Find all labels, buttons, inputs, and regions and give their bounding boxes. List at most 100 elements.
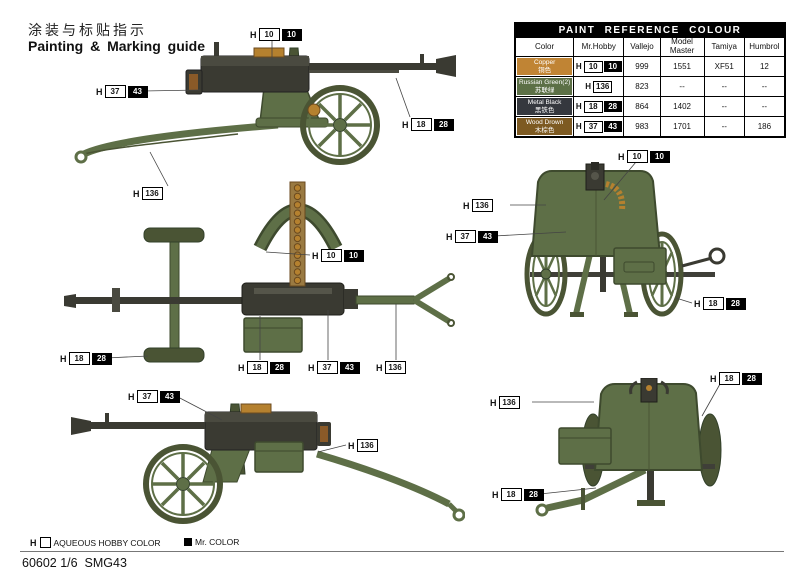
gun-barrel (309, 54, 456, 77)
gun-through-shield (585, 162, 605, 191)
model-master-value: 1701 (659, 116, 705, 137)
aqueous-number-box: 136 (141, 187, 163, 200)
page-title-english: Painting & Marking guide (28, 38, 206, 54)
humbrol-value: 12 (743, 56, 786, 77)
gun-barrel (71, 413, 205, 435)
h-prefix: H (446, 231, 453, 242)
h-prefix: H (96, 86, 103, 97)
h-prefix: H (694, 298, 701, 309)
page-title-chinese: 涂装与标贴指示 (28, 22, 147, 38)
mr-color-number-box: 28 (91, 352, 112, 365)
mr-color-number-box: 10 (343, 249, 364, 262)
aqueous-number-box: 136 (384, 361, 406, 374)
mr-color-number-box: 10 (603, 61, 622, 72)
aqueous-number-box: 136 (356, 439, 378, 452)
model-master-value: -- (659, 76, 705, 97)
gun-top-illustration (64, 181, 455, 363)
tamiya-value: -- (703, 116, 745, 137)
color-name: Metal Black (527, 98, 562, 106)
elevation-gear (637, 468, 665, 506)
mr-color-number-box: 28 (269, 361, 290, 374)
mr-color-legend: Mr. COLOR (184, 537, 239, 547)
humbrol-value: -- (743, 96, 786, 117)
h-prefix: H (490, 397, 497, 408)
color-name-cn: 木棕色 (534, 126, 555, 134)
mr-color-number-box: 28 (433, 118, 454, 131)
tamiya-value: -- (703, 76, 745, 97)
h-prefix: H (128, 391, 135, 402)
aqueous-number-box: 10 (583, 60, 603, 73)
h-prefix: H (710, 373, 717, 384)
gun-receiver (204, 403, 331, 451)
h-prefix: H (492, 489, 499, 500)
aqueous-number-box: 37 (454, 230, 476, 243)
paint-table-title: PAINT REFERENCE COLOUR (515, 23, 785, 37)
gun-top-view (58, 168, 458, 378)
aqueous-number-box: 18 (583, 100, 603, 113)
aqueous-box-icon (39, 537, 51, 548)
aqueous-number-box: 136 (471, 199, 493, 212)
elevation-knob (307, 103, 321, 117)
mr-color-number-box: 28 (603, 101, 622, 112)
header-mr-hobby: Mr.Hobby (573, 37, 625, 57)
right-wheel-edge (698, 413, 722, 487)
aqueous-number-box: 18 (702, 297, 724, 310)
wheel (143, 444, 223, 524)
h-prefix: H (585, 82, 591, 91)
vallejo-value: 999 (623, 56, 661, 77)
h-prefix: H (618, 151, 625, 162)
h-prefix: H (238, 362, 245, 373)
mr-color-number-box: 28 (523, 488, 544, 501)
gun-side-right-view (68, 30, 468, 190)
aqueous-number-box: 18 (410, 118, 432, 131)
gun-front-view (512, 162, 747, 337)
aqueous-number-box: 10 (626, 150, 648, 163)
model-master-value: 1551 (659, 56, 705, 77)
h-prefix: H (30, 537, 37, 548)
gun-rear-grips (629, 377, 669, 403)
color-name-cn: 黑铁色 (534, 106, 555, 114)
mr-color-number-box: 43 (127, 85, 148, 98)
vallejo-value: 823 (623, 76, 661, 97)
aqueous-number-box: 136 (593, 80, 613, 93)
aqueous-number-box: 18 (68, 352, 90, 365)
header-color: Color (514, 37, 575, 57)
trail-tow-bar (355, 273, 455, 327)
h-prefix: H (575, 102, 582, 111)
h-prefix: H (402, 119, 409, 130)
h-prefix: H (463, 200, 470, 211)
aqueous-legend: H AQUEOUS HOBBY COLOR (30, 537, 161, 548)
axle-and-wheels (143, 227, 205, 363)
color-name: Russian Green(2) (518, 78, 571, 86)
ammo-box (558, 427, 612, 465)
h-prefix: H (60, 353, 67, 364)
color-name: Wood Drown (525, 118, 564, 126)
mr-color-legend-label: Mr. COLOR (195, 537, 240, 547)
h-prefix: H (133, 188, 140, 199)
color-swatch-russian-green: Russian Green(2)苏联绿 (517, 78, 573, 95)
gun-receiver (241, 282, 358, 316)
ammo-box (254, 441, 304, 473)
h-prefix: H (308, 362, 315, 373)
gun-barrel (64, 288, 244, 312)
aqueous-number-box: 10 (258, 28, 280, 41)
aqueous-legend-label: AQUEOUS HOBBY COLOR (53, 537, 161, 548)
tamiya-value: XF51 (703, 56, 745, 77)
